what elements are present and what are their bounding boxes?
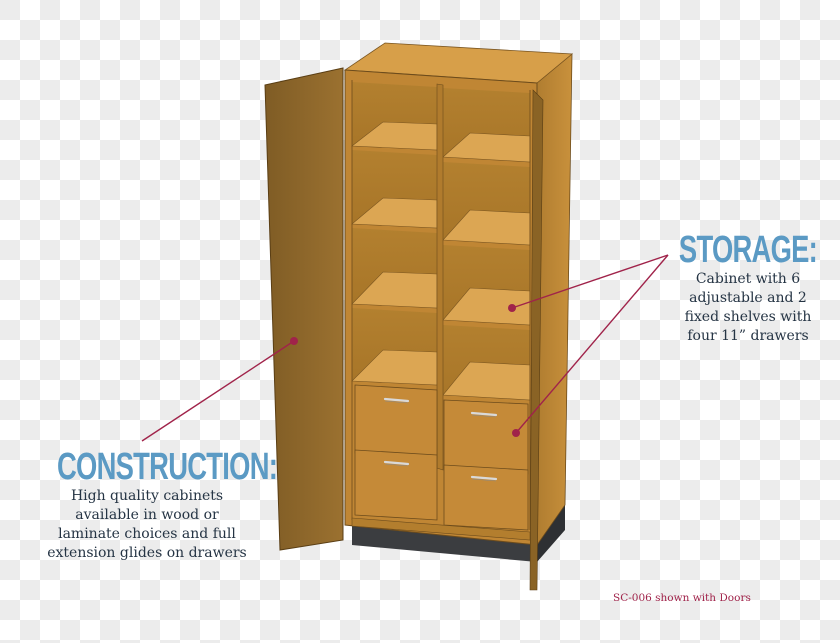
storage-drawer-dot [512, 429, 520, 437]
shelves [351, 121, 531, 401]
drawers [354, 384, 529, 531]
storage-line-3: fixed shelves with [684, 309, 812, 325]
construction-dot [290, 337, 298, 345]
drawer-bottom-right [443, 464, 529, 531]
right-door-edge [529, 89, 544, 591]
leader-lines [141, 254, 669, 442]
storage-leader-shelf [511, 254, 669, 309]
storage-callout: STORAGE: Cabinet with 6 adjustable and 2… [648, 230, 840, 346]
drawer-handles [383, 397, 498, 481]
drawer-bottom-left [354, 449, 438, 521]
construction-line-1: High quality cabinets [70, 488, 224, 504]
storage-line-2: adjustable and 2 [689, 290, 807, 306]
construction-leader [141, 340, 295, 442]
storage-heading: STORAGE: [678, 229, 818, 271]
construction-line-2: available in wood or [75, 507, 219, 523]
storage-line-1: Cabinet with 6 [695, 271, 801, 287]
storage-shelf-dot [508, 304, 516, 312]
construction-line-3: laminate choices and full [58, 526, 236, 542]
model-caption: SC-006 shown with Doors [613, 592, 751, 604]
construction-heading: CONSTRUCTION: [57, 446, 278, 488]
construction-line-4: extension glides on drawers [47, 545, 247, 561]
leader-dots [290, 304, 520, 437]
construction-callout: CONSTRUCTION: High quality cabinets avai… [22, 446, 278, 563]
drawer-top-right [443, 399, 529, 475]
storage-leader-drawer [515, 254, 669, 434]
storage-line-4: four 11” drawers [687, 328, 809, 344]
cabinet-front [344, 69, 538, 546]
drawer-top-left [354, 384, 438, 459]
left-door [264, 67, 344, 551]
